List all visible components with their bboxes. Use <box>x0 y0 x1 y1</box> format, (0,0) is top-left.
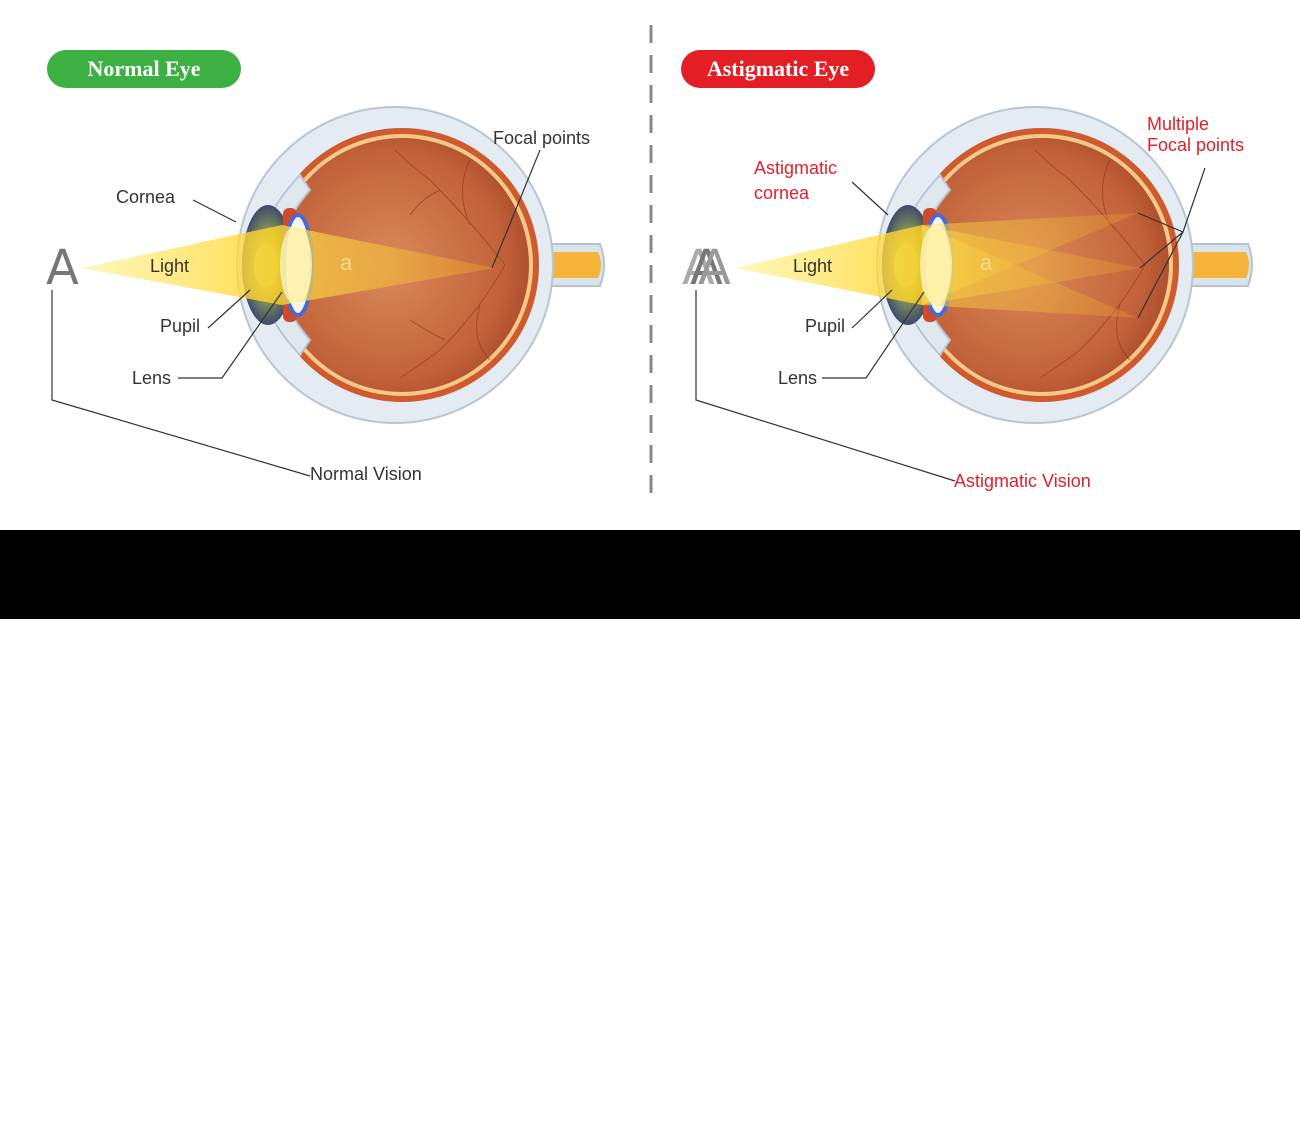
blood-vessels <box>394 149 506 379</box>
light-beam-outer-astig <box>735 225 922 305</box>
site-url: www.alamy.com <box>1119 1108 1250 1127</box>
watermark-footer: alamy KD47B0 www.alamy.com <box>0 530 1300 1127</box>
lens-glow-astig <box>920 225 952 305</box>
diagram-stage: Normal Eye Astigmatic Eye A Light Cornea… <box>0 0 1300 530</box>
normal-eye-title: Normal Eye <box>47 50 241 88</box>
astig-leader-lines <box>695 167 1206 482</box>
lens-label-normal: Lens <box>132 368 172 388</box>
light-beam-inner <box>282 225 495 305</box>
light-label-normal: Light <box>150 256 190 276</box>
object-letter-astig: A <box>690 240 723 296</box>
pupil-label-astig: Pupil <box>805 316 846 336</box>
normal-eye <box>51 106 605 477</box>
astigmatic-cornea-label-1: Astigmatic <box>754 158 838 178</box>
object-letter-astig-ghost-2: A <box>698 240 731 296</box>
image-id: KD47B0 <box>1186 1083 1250 1102</box>
astigmatic-eye <box>695 106 1253 482</box>
light-label-astig: Light <box>793 256 833 276</box>
light-beam-outer <box>82 225 282 305</box>
multiple-focal-label-1: Multiple <box>1147 114 1210 134</box>
cornea-label-normal: Cornea <box>116 187 176 207</box>
object-letter-normal: A <box>46 240 79 296</box>
retina-image-astig: a <box>980 250 993 275</box>
light-beam-focus-3 <box>922 225 1138 318</box>
lens-glow <box>280 225 312 305</box>
object-letter-astig-ghost: A <box>682 240 715 296</box>
pupil-label-normal: Pupil <box>160 316 201 336</box>
focal-points-label: Focal points <box>493 128 591 148</box>
normal-vision-label: Normal Vision <box>310 464 422 484</box>
astigmatic-eye-title: Astigmatic Eye <box>681 50 875 88</box>
astigmatic-vision-label: Astigmatic Vision <box>954 471 1091 491</box>
lens-label-astig: Lens <box>778 368 818 388</box>
eye-diagram-svg <box>51 25 1253 500</box>
normal-leader-lines <box>51 149 541 477</box>
multiple-focal-label-2: Focal points <box>1147 135 1245 155</box>
retina-image-normal: a <box>340 250 353 275</box>
astigmatic-cornea-label-2: cornea <box>754 183 810 203</box>
brand-logo: alamy <box>50 1075 195 1126</box>
